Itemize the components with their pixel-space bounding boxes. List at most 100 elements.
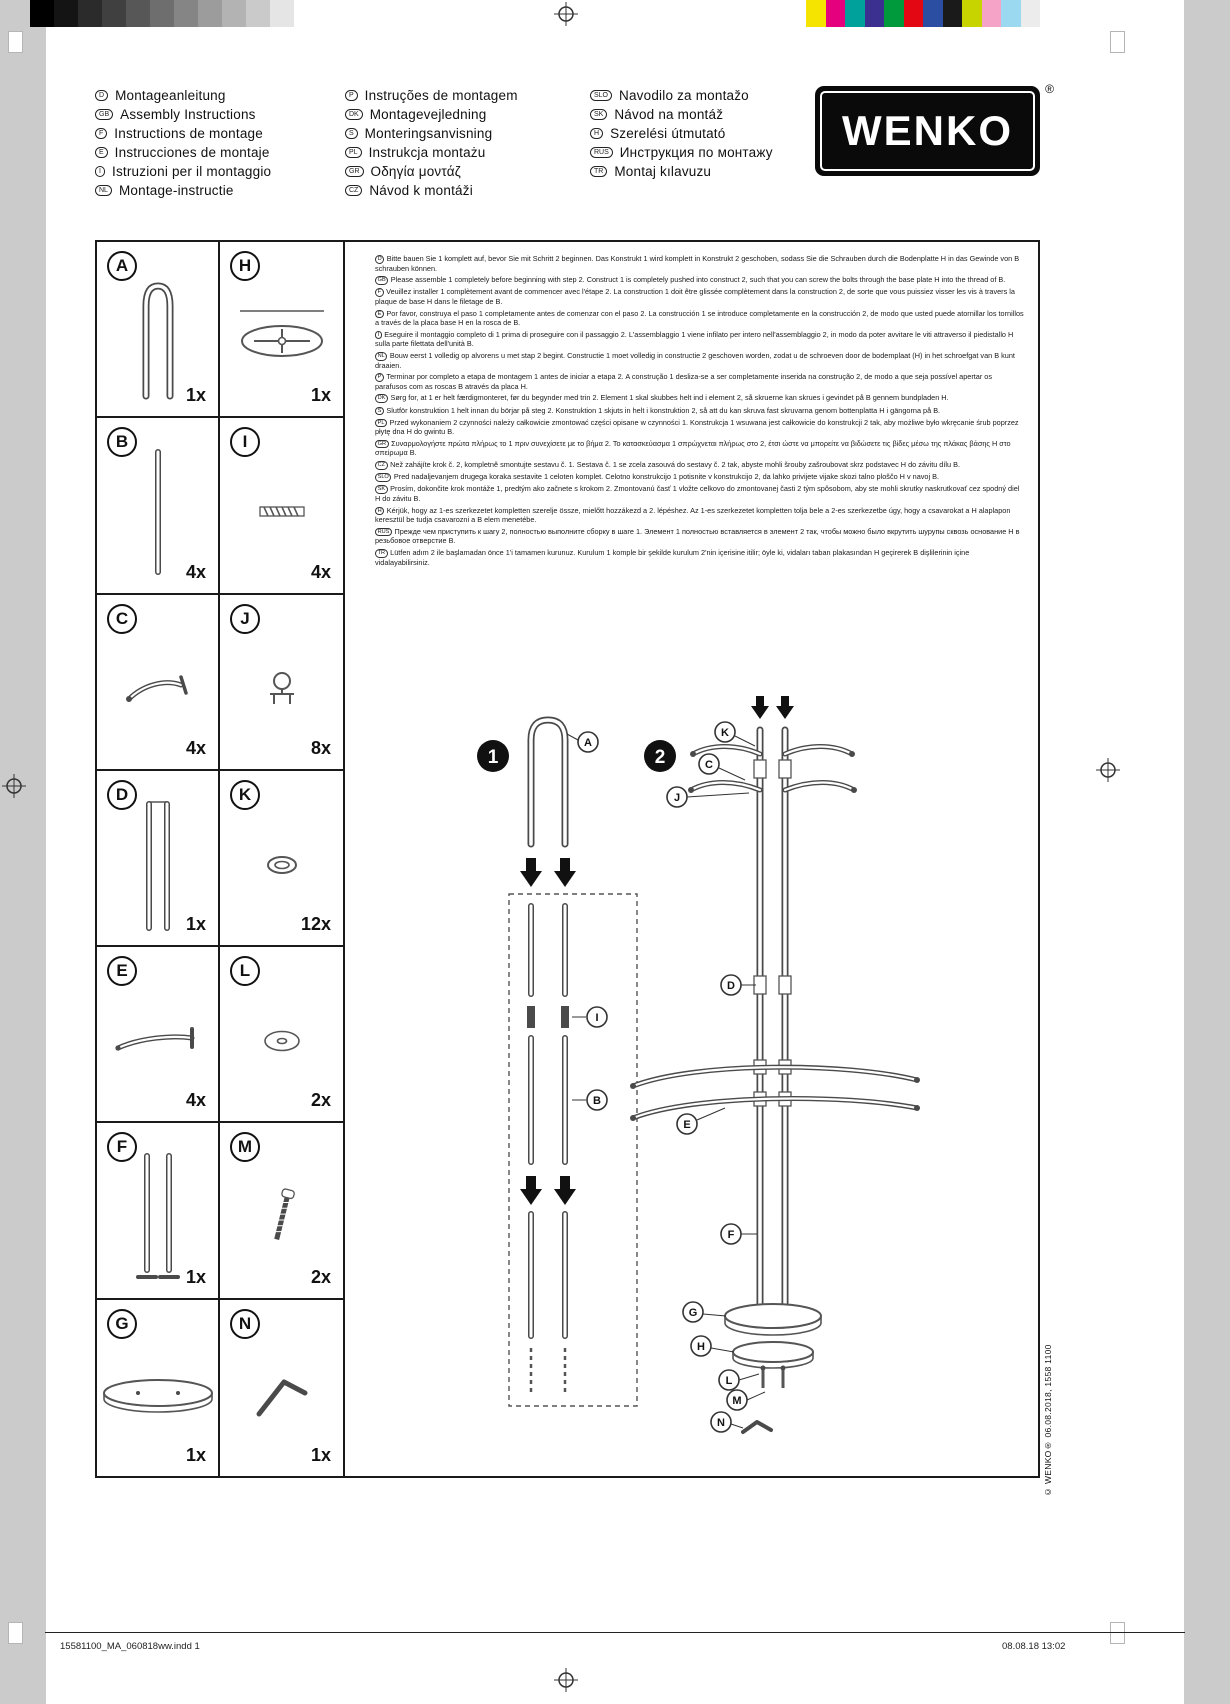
note-language-code: F — [375, 288, 384, 297]
language-label: Montagevejledning — [369, 106, 487, 122]
note-language-code: GR — [375, 439, 389, 449]
part-d-double-rod-drawing — [145, 800, 170, 931]
note-language-code: H — [375, 506, 385, 516]
note-text: Bouw eerst 1 volledig op alvorens u met … — [375, 350, 1015, 370]
language-code-badge: D — [95, 89, 109, 101]
svg-text:H: H — [697, 1341, 705, 1353]
language-label: Návod k montáži — [369, 182, 473, 198]
note-language-code: CZ — [375, 461, 388, 470]
part-m-screw-drawing — [273, 1187, 295, 1240]
note-text: Eseguire il montaggio completo di 1 prim… — [375, 329, 1014, 349]
part-quantity: 4x — [185, 1090, 206, 1111]
note-text: Lütfen adım 2 ile başlamadan önce 1'i ta… — [375, 548, 970, 567]
grayscale-swatch — [198, 0, 222, 27]
part-letter-badge: J — [230, 603, 260, 634]
part-cell-h: H 1x — [220, 242, 343, 419]
part-a-u-tube-drawing — [142, 282, 173, 400]
footer-datetime: 08.08.18 13:02 — [1002, 1641, 1066, 1652]
language-code-badge: CZ — [345, 184, 363, 196]
down-arrow-icon — [554, 1176, 576, 1205]
note-text: Por favor, construya el paso 1 completam… — [375, 308, 1024, 328]
color-swatch — [923, 0, 943, 27]
note-text: Veuillez installer 1 complètement avant … — [375, 287, 1015, 306]
step2-number-badge — [644, 740, 676, 772]
part-letter-badge: E — [107, 956, 137, 987]
part-label-k: K — [714, 721, 756, 747]
svg-text:A: A — [584, 737, 592, 749]
part-label-l: L — [718, 1369, 760, 1391]
down-arrow-icon — [751, 696, 769, 719]
language-code-badge: H — [590, 127, 604, 139]
part-label-b: B — [572, 1089, 608, 1111]
svg-text:K: K — [721, 727, 729, 739]
grayscale-swatch — [294, 0, 318, 27]
svg-text:I: I — [595, 1012, 598, 1024]
crop-mark — [8, 1622, 23, 1644]
part-quantity: 1x — [310, 385, 331, 406]
part-cell-g: G 1x — [97, 1299, 220, 1476]
language-code-badge: GR — [345, 165, 364, 177]
part-cell-m: M 2x — [220, 1123, 343, 1300]
language-label: Szerelési útmutató — [610, 125, 726, 141]
note-language-code: SLO — [375, 473, 392, 482]
part-letter-badge: D — [107, 779, 137, 810]
svg-text:L: L — [726, 1375, 733, 1387]
language-label: Navodilo za montažo — [619, 87, 749, 103]
part-b-rod-drawing — [154, 449, 161, 576]
svg-text:B: B — [593, 1095, 601, 1107]
grayscale-swatch — [54, 0, 78, 27]
note-language-code: GB — [375, 276, 389, 285]
language-code-badge: I — [95, 165, 105, 177]
down-arrow-icon — [554, 858, 576, 887]
note-language-code: NL — [375, 351, 388, 361]
language-line: CZ Návod k montáži — [345, 183, 518, 198]
language-code-badge: S — [345, 127, 358, 139]
part-g-base-disc-drawing — [102, 1378, 213, 1413]
language-label: Instruções de montagem — [364, 87, 518, 103]
step2-diagram: 2 — [630, 696, 920, 1434]
part-letter-badge: A — [107, 251, 137, 281]
grayscale-swatch — [174, 0, 198, 27]
grayscale-swatch — [78, 0, 102, 27]
language-code-badge: F — [95, 127, 108, 139]
part-cell-e: E 4x — [97, 947, 220, 1124]
right-margin-strip — [1184, 0, 1230, 1704]
note-text: Terminar por completo a etapa de montage… — [375, 372, 993, 391]
grayscale-swatch — [30, 0, 54, 27]
step2-number: 2 — [655, 747, 666, 768]
language-label: Assembly Instructions — [120, 106, 256, 122]
svg-text:J: J — [674, 792, 680, 804]
left-margin-strip — [0, 0, 46, 1704]
part-quantity: 1x — [185, 385, 206, 406]
wenko-logo-text: WENKO — [842, 107, 1013, 154]
language-label: Montage-instructie — [118, 182, 234, 198]
note-language-code: P — [375, 373, 384, 382]
language-label: Návod na montáž — [614, 106, 724, 122]
part-label-m: M — [726, 1389, 766, 1411]
language-code-badge: SK — [590, 108, 608, 120]
part-l-washer-drawing — [263, 1030, 300, 1052]
step1-diagram: 1 A I — [477, 716, 638, 1407]
color-swatch — [845, 0, 865, 27]
part-cell-n: N 1x — [220, 1300, 343, 1476]
part-letter-badge: H — [230, 251, 260, 281]
note-language-code: E — [375, 309, 384, 319]
part-label-c: C — [698, 753, 746, 781]
note-language-code: SK — [375, 485, 388, 495]
color-swatch — [884, 0, 904, 27]
part-letter-badge: B — [107, 427, 137, 458]
